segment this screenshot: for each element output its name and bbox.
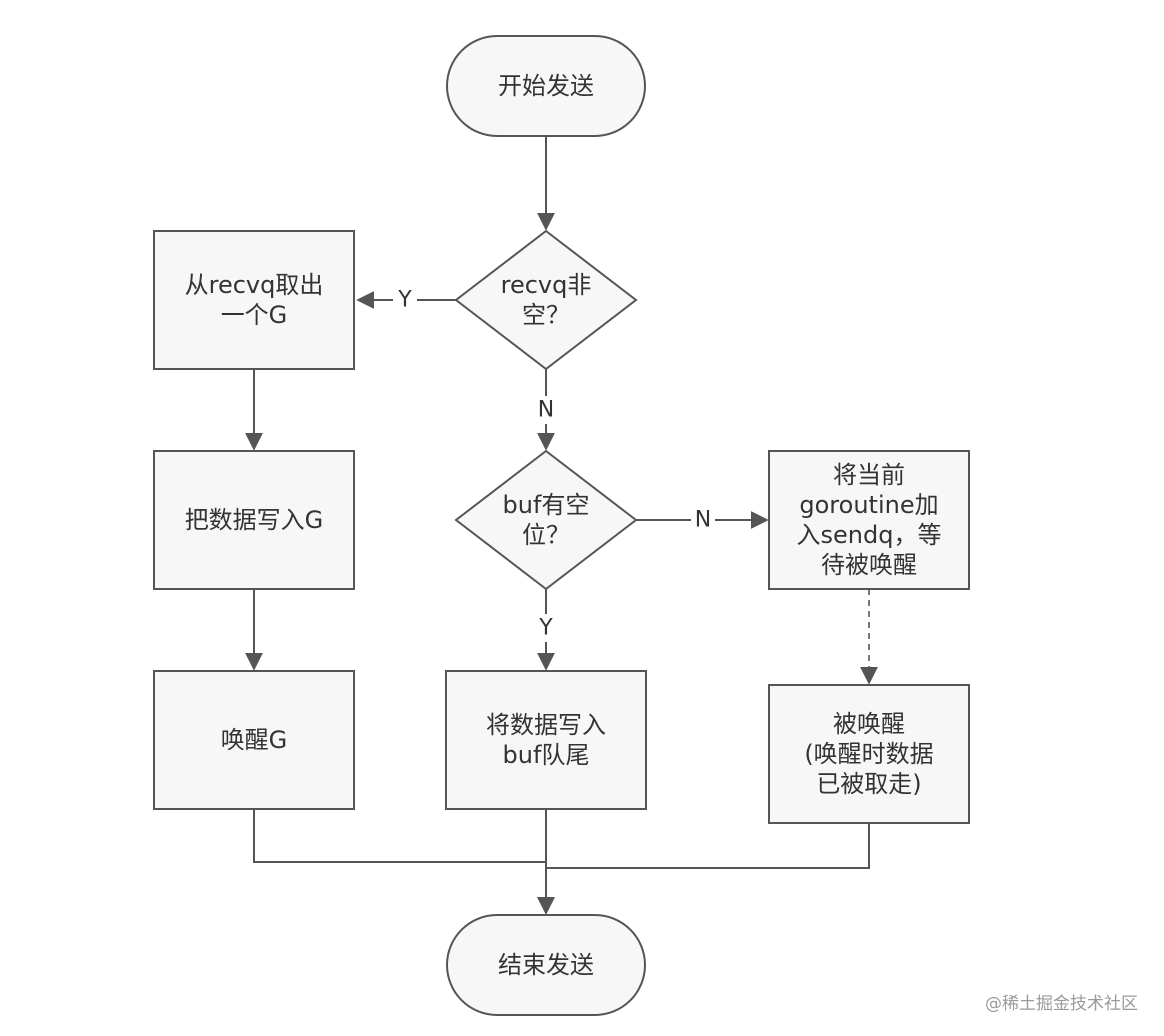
edge-label: N: [695, 508, 711, 533]
edge-recvq-check-to-buf-check: N: [534, 369, 558, 451]
terminal-shape: [446, 914, 646, 1016]
edge-label-bg: [393, 286, 417, 314]
node-label-line: 入sendq，等: [797, 521, 942, 549]
node-label-line: 待被唤醒: [821, 551, 917, 579]
watermark-text: @稀土掘金技术社区: [985, 994, 1138, 1014]
node-label-line: 将数据写入: [486, 711, 606, 739]
node-wake-g: 唤醒G: [153, 670, 355, 810]
edge-wake-g-to-end: [253, 809, 555, 915]
node-label-line: 空？: [522, 301, 570, 329]
node-label-line: buf队尾: [503, 741, 590, 769]
edge-label-bg: [534, 396, 558, 424]
edge-label-bg: [691, 506, 715, 534]
node-label-line: 唤醒G: [221, 726, 288, 754]
node-label-line: goroutine加: [799, 491, 938, 519]
edge-buf-check-to-enqueue-sendq: N: [636, 506, 769, 534]
node-label-line: 结束发送: [498, 951, 594, 979]
node-end: 结束发送: [446, 914, 646, 1016]
edge-buf-check-to-write-buf: Y: [534, 589, 558, 671]
process-shape: [445, 670, 647, 810]
process-shape: [153, 230, 355, 370]
terminal-shape: [446, 35, 646, 137]
decision-shape: [454, 449, 638, 591]
node-label-line: buf有空: [503, 491, 590, 519]
node-write-g: 把数据写入G: [153, 450, 355, 590]
node-label-line: 已被取走): [816, 770, 921, 798]
node-label-line: 把数据写入G: [185, 506, 324, 534]
edge-label: Y: [397, 288, 412, 313]
node-label-line: 将当前: [833, 461, 905, 489]
edge-recvq-check-to-take-g: Y: [356, 286, 456, 314]
process-shape: [153, 450, 355, 590]
node-start: 开始发送: [446, 35, 646, 137]
edge-line: [253, 809, 555, 915]
node-label-line: (唤醒时数据: [804, 740, 933, 768]
node-label-line: recvq非: [501, 271, 592, 299]
node-label-line: 位？: [522, 521, 570, 549]
process-shape: [768, 684, 970, 824]
edges-layer: Y N N Y: [245, 136, 878, 915]
edge-line: [537, 823, 870, 915]
edge-label: N: [538, 398, 554, 423]
edge-label: Y: [538, 616, 553, 641]
process-shape: [768, 450, 970, 590]
decision-shape: [454, 229, 638, 371]
edge-label-bg: [534, 614, 558, 642]
node-label-line: 一个G: [221, 301, 288, 329]
node-label-line: 开始发送: [498, 72, 594, 100]
process-shape: [153, 670, 355, 810]
node-label-line: 被唤醒: [833, 710, 905, 738]
edge-woken-to-end: [537, 823, 870, 915]
node-label-line: 从recvq取出: [185, 271, 324, 299]
